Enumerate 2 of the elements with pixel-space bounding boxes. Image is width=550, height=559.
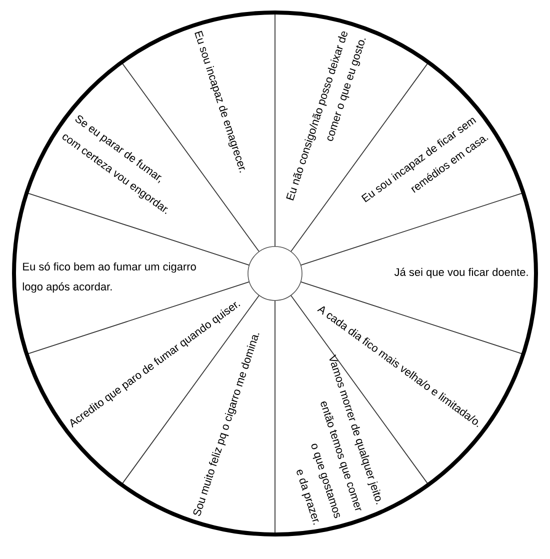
statement-text: Eu só fico bem ao fumar um cigarro logo após acordar. (22, 262, 196, 293)
statement-text: Já sei que vou ficar doente. (394, 268, 528, 278)
